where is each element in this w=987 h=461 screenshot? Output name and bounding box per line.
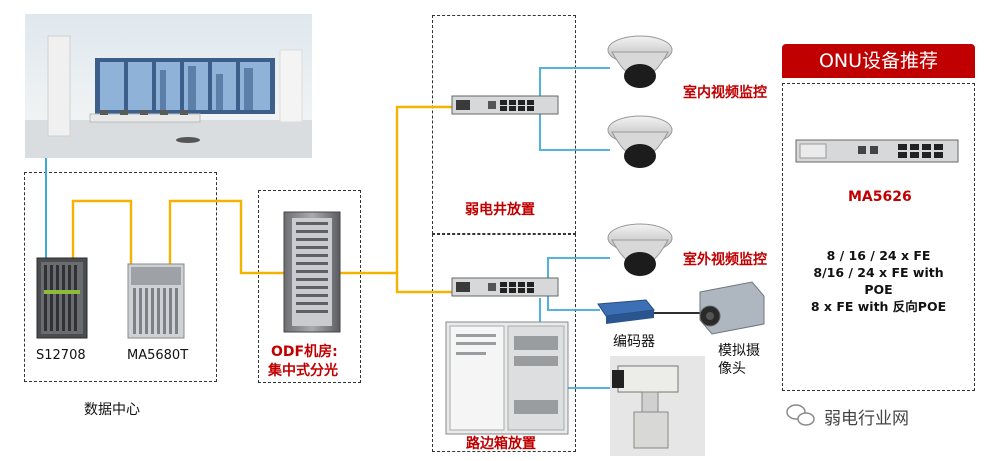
analog-camera — [699, 281, 765, 335]
watermark-text: 弱电行业网 — [824, 409, 909, 429]
ptz-camera — [610, 356, 705, 456]
outdoor-dome-camera — [607, 223, 673, 276]
indoor-dome-camera-2 — [607, 115, 673, 168]
roadside-box-box — [432, 234, 576, 452]
encoder-device — [597, 299, 655, 324]
onu-weak-well — [451, 95, 559, 115]
ma5680t-label: MA5680T — [127, 348, 189, 363]
s12708-label: S12708 — [36, 348, 86, 363]
odf-label-line1: ODF机房: — [271, 344, 338, 360]
odf-rack — [283, 211, 341, 333]
odf-room-box — [258, 190, 361, 383]
wechat-logo — [786, 404, 815, 426]
s12708-switch — [36, 257, 88, 339]
control-room-image — [25, 14, 312, 158]
encoder-label: 编码器 — [613, 334, 655, 350]
indoor-camera-label: 室内视频监控 — [683, 85, 767, 101]
spec-line-4: 8 x FE with 反向POE — [810, 299, 947, 314]
roadside-cabinet — [445, 321, 569, 435]
odf-label-line2: 集中式分光 — [268, 363, 338, 379]
weak-well-label: 弱电井放置 — [465, 202, 535, 218]
data-center-label: 数据中心 — [84, 402, 140, 418]
spec-line-3: POE — [864, 282, 893, 297]
spec-line-1: 8 / 16 / 24 x FE — [826, 248, 931, 263]
outdoor-camera-label: 室外视频监控 — [683, 252, 767, 268]
data-center-box — [24, 172, 217, 382]
analog-camera-label-line2: 像头 — [718, 361, 746, 377]
spec-line-2: 8/16 / 24 x FE with — [813, 265, 944, 280]
weak-well-box — [432, 15, 576, 234]
indoor-dome-camera-1 — [607, 35, 673, 88]
roadside-box-label: 路边箱放置 — [466, 436, 536, 452]
ma5680t-olt — [127, 263, 185, 339]
onu-recommendation-box — [782, 83, 975, 391]
analog-camera-label-line1: 模拟摄 — [718, 343, 760, 359]
onu-recommendation-banner: ONU设备推荐 — [782, 44, 975, 78]
onu-roadside — [451, 277, 559, 297]
ma5626-onu — [795, 139, 959, 163]
ma5626-model-label: MA5626 — [848, 189, 912, 205]
